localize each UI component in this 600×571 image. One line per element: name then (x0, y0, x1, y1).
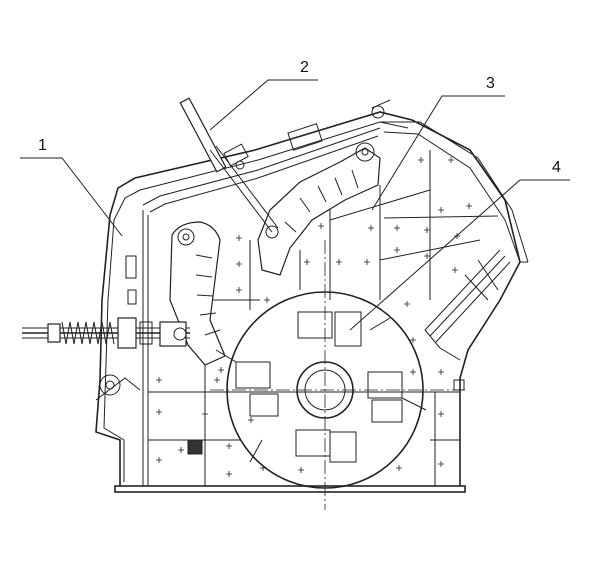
rotor (210, 240, 465, 510)
callout-2: 2 (300, 59, 309, 76)
lower-hinge (95, 374, 141, 401)
side-pads (125, 255, 465, 391)
base-frame (114, 210, 466, 493)
upper-curtain (257, 142, 381, 276)
callout-1: 1 (38, 137, 47, 154)
right-inclined-liner (424, 249, 511, 361)
adjust-rod-top (179, 97, 279, 233)
plus-marks (156, 157, 472, 477)
housing-outline (95, 111, 529, 486)
callout-4: 4 (552, 159, 561, 176)
callout-3: 3 (486, 75, 495, 92)
spring-rod-assembly (22, 317, 190, 349)
top-rib (287, 99, 391, 151)
liner-grid (148, 150, 499, 486)
dark-block (187, 439, 203, 455)
leader-lines (20, 79, 570, 331)
